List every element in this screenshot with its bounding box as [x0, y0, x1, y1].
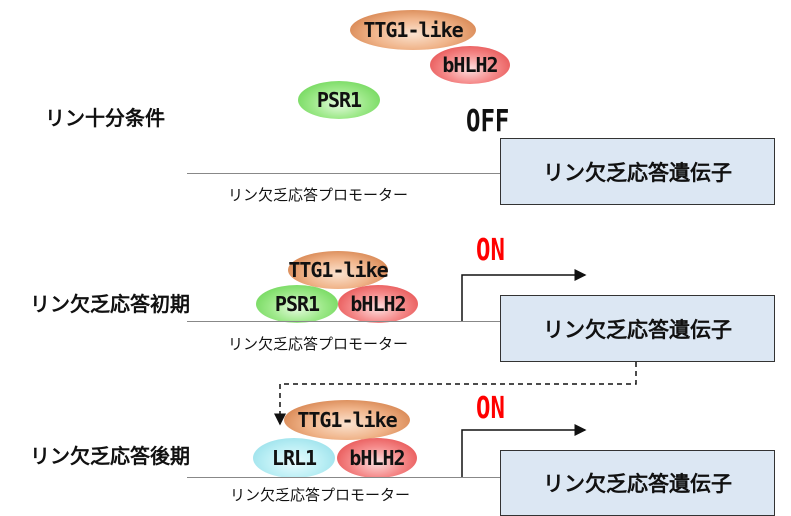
state-off: OFF [466, 104, 510, 139]
gene-box: リン欠乏応答遺伝子 [500, 450, 775, 516]
transcription-arrow [461, 269, 587, 321]
bhlh2-protein: bHLH2 [430, 46, 510, 84]
bhlh2-protein: bHLH2 [337, 438, 417, 478]
ttg1-like-protein: TTG1-like [284, 400, 410, 440]
psr1-protein: PSR1 [256, 285, 338, 323]
ttg1-like-protein: TTG1-like [288, 251, 389, 289]
promoter-label: リン欠乏応答プロモーター [230, 486, 411, 504]
transcription-arrow [461, 424, 587, 477]
ttg1-like-protein: TTG1-like [350, 10, 476, 50]
condition-label: リン十分条件 [45, 106, 165, 130]
lrl1-protein: LRL1 [253, 438, 335, 478]
promoter-line [187, 173, 500, 174]
dashed-transition-arrow [274, 362, 637, 426]
promoter-line [187, 477, 500, 478]
promoter-label: リン欠乏応答プロモーター [228, 186, 409, 204]
psr1-protein: PSR1 [298, 81, 380, 119]
gene-box: リン欠乏応答遺伝子 [500, 138, 775, 205]
condition-label: リン欠乏応答初期 [30, 292, 190, 316]
promoter-line [187, 321, 500, 322]
condition-label: リン欠乏応答後期 [30, 444, 190, 468]
bhlh2-protein: bHLH2 [338, 285, 418, 323]
promoter-label: リン欠乏応答プロモーター [228, 335, 409, 353]
state-on: ON [476, 233, 505, 268]
state-on: ON [476, 391, 505, 426]
gene-box: リン欠乏応答遺伝子 [500, 295, 775, 362]
